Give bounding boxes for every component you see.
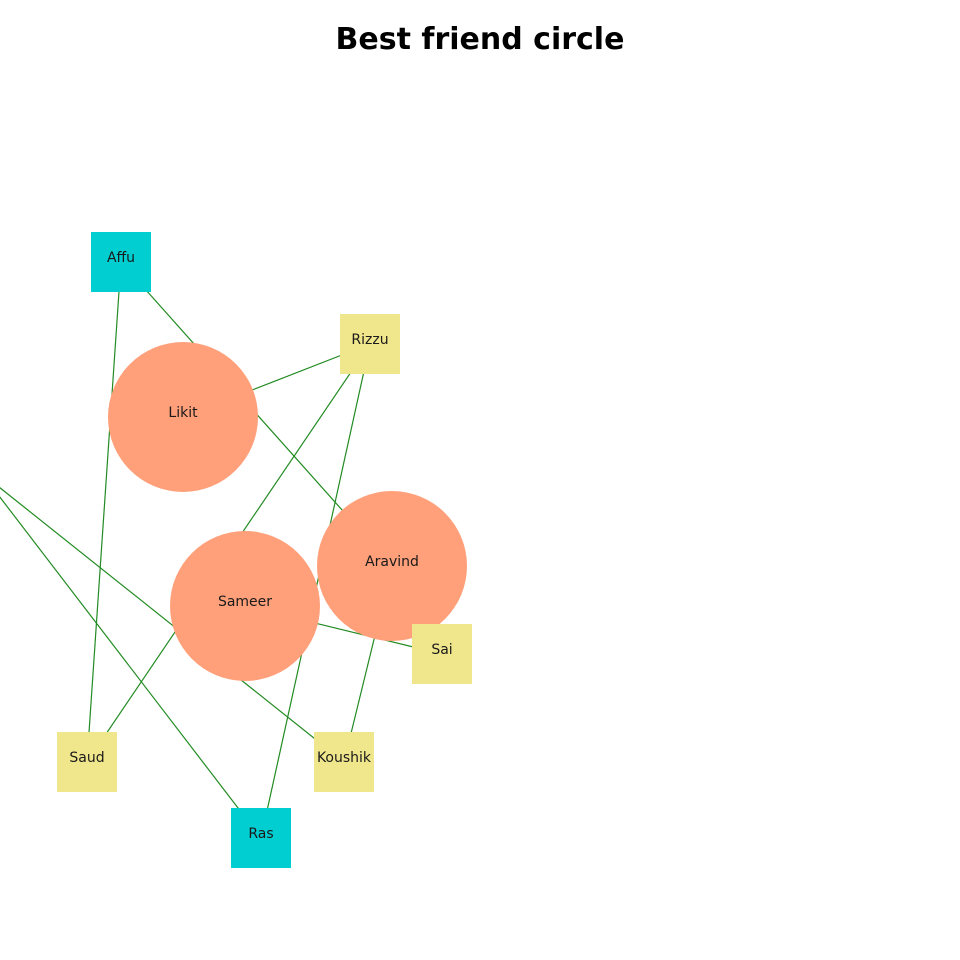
edge-offscreen-left-2-ras bbox=[0, 496, 262, 839]
node-square bbox=[231, 808, 291, 868]
node-label: Sai bbox=[431, 642, 452, 658]
node-label: Aravind bbox=[365, 554, 419, 570]
node-aravind[interactable]: Aravind bbox=[317, 491, 467, 641]
node-square bbox=[91, 232, 151, 292]
node-label: Rizzu bbox=[351, 332, 388, 348]
diagram-title: Best friend circle bbox=[335, 22, 625, 57]
node-saud[interactable]: Saud bbox=[57, 732, 117, 792]
node-square bbox=[57, 732, 117, 792]
node-label: Likit bbox=[168, 405, 198, 421]
node-label: Saud bbox=[69, 750, 104, 766]
node-circle bbox=[170, 531, 320, 681]
node-affu[interactable]: Affu bbox=[91, 232, 151, 292]
node-label: Koushik bbox=[317, 750, 372, 766]
edge-affu-saud bbox=[86, 261, 122, 763]
node-square bbox=[340, 314, 400, 374]
node-circle bbox=[108, 342, 258, 492]
node-label: Ras bbox=[248, 826, 273, 842]
node-square bbox=[412, 624, 472, 684]
node-sameer[interactable]: Sameer bbox=[170, 531, 320, 681]
node-circle bbox=[317, 491, 467, 641]
node-label: Affu bbox=[107, 250, 135, 266]
node-sai[interactable]: Sai bbox=[412, 624, 472, 684]
node-label: Sameer bbox=[218, 594, 272, 610]
node-likit[interactable]: Likit bbox=[108, 342, 258, 492]
node-rizzu[interactable]: Rizzu bbox=[340, 314, 400, 374]
edge-offscreen-left-1-koushik bbox=[0, 487, 345, 763]
node-ras[interactable]: Ras bbox=[231, 808, 291, 868]
node-koushik[interactable]: Koushik bbox=[314, 732, 374, 792]
node-square bbox=[314, 732, 374, 792]
